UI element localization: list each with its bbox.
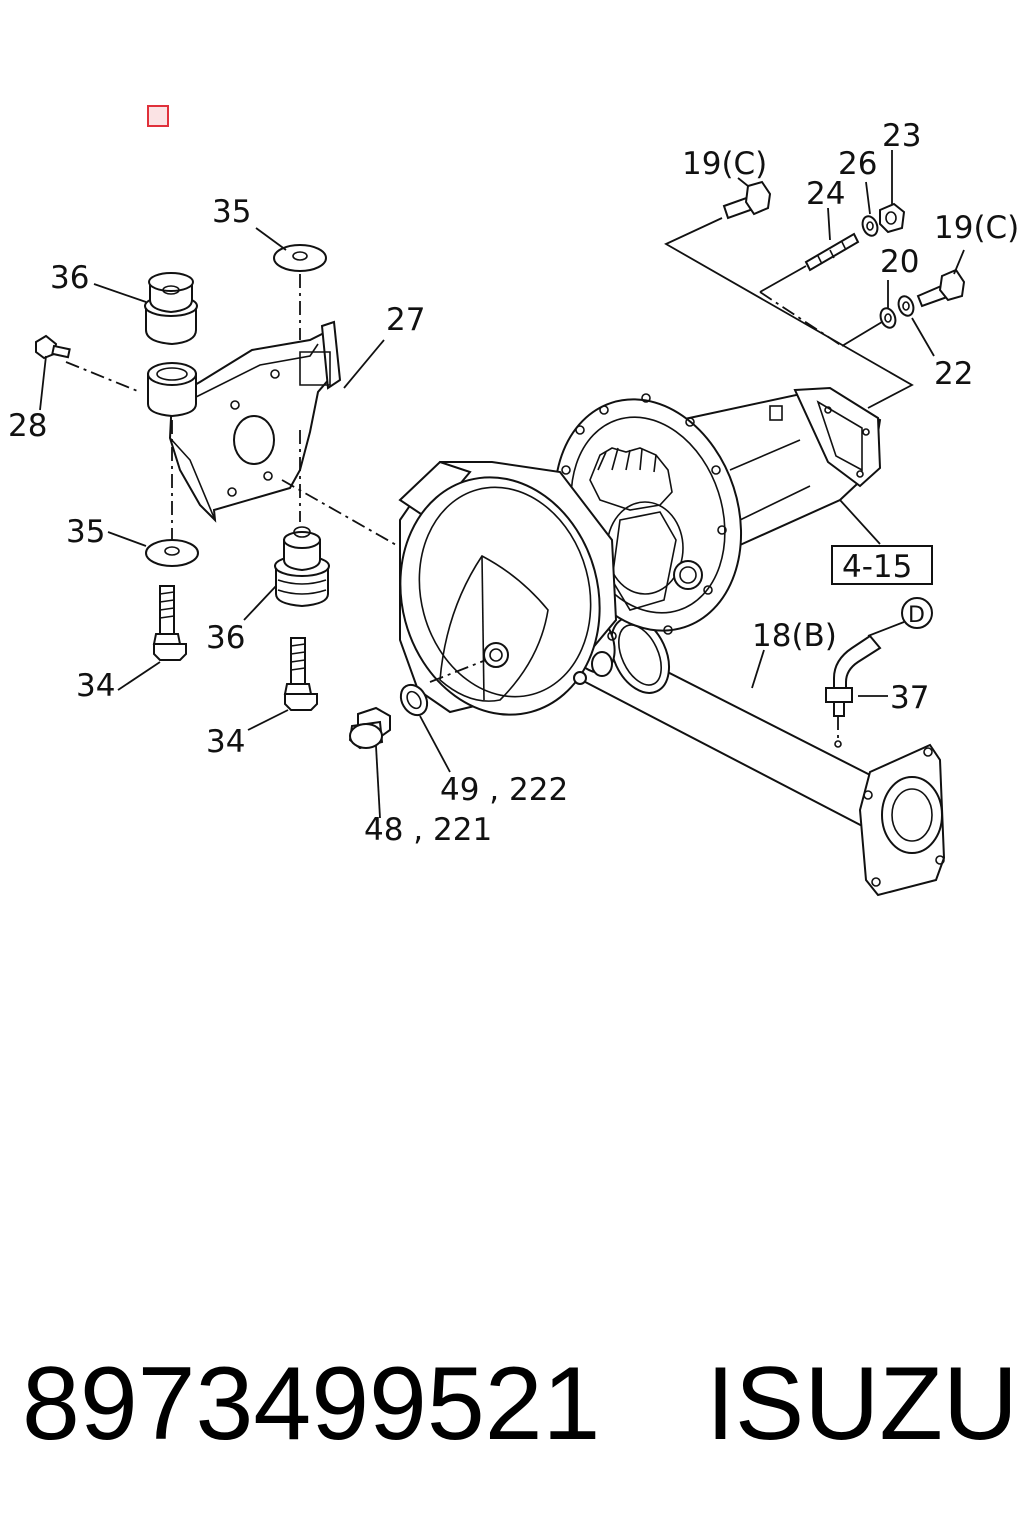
callout-34-left: 34: [76, 668, 115, 704]
bolt-28: [35, 334, 71, 360]
bushing-36-bottom: [274, 526, 330, 608]
callout-36-bottom: 36: [206, 620, 245, 656]
connector-d-circle: [901, 597, 933, 629]
stud-24: [804, 232, 860, 272]
callout-23: 23: [882, 118, 921, 154]
callout-19c-left: 19(C): [682, 146, 767, 182]
callout-20: 20: [880, 244, 919, 280]
brand-name: ISUZU: [706, 1346, 1018, 1462]
bolt-19c-left: [722, 180, 772, 220]
callout-d: D: [908, 603, 925, 628]
reference-4-15: 4-15: [842, 549, 912, 585]
bolt-19c-right: [916, 268, 966, 308]
callout-35-bottom: 35: [66, 514, 105, 550]
washer-22: [897, 295, 915, 317]
leader-lines: [39, 150, 965, 819]
drain-plug-48: [348, 706, 391, 750]
breather-37: [825, 634, 882, 748]
washer-26: [861, 215, 879, 237]
callout-26: 26: [838, 146, 877, 182]
part-number: 8973499521: [22, 1346, 601, 1462]
dash-lines: [65, 274, 843, 740]
callout-24: 24: [806, 176, 845, 212]
washer-20: [879, 307, 897, 329]
callout-18b: 18(B): [752, 618, 837, 654]
differential-axle-assembly: [398, 386, 946, 897]
bolt-34-right: [283, 637, 318, 711]
bushing-36-top: [144, 272, 198, 346]
callout-49-222: 49 , 222: [440, 772, 568, 808]
washer-35-top: [273, 244, 327, 272]
callout-37: 37: [890, 680, 929, 716]
mounting-bracket-27: [168, 320, 342, 523]
red-square-marker: [147, 105, 169, 127]
callout-36-top: 36: [50, 260, 89, 296]
reference-box: [831, 545, 933, 585]
washer-35-bottom: [145, 539, 199, 567]
washer-49: [399, 683, 429, 717]
callout-22: 22: [934, 356, 973, 392]
nut-23: [879, 202, 906, 234]
callout-28: 28: [8, 408, 47, 444]
collar-sleeve: [147, 362, 197, 418]
callout-19c-right: 19(C): [934, 210, 1019, 246]
bolt-34-left: [152, 585, 187, 661]
callout-48-221: 48 , 221: [364, 812, 492, 848]
callout-35-top: 35: [212, 194, 251, 230]
callout-27: 27: [386, 302, 425, 338]
callout-34-right: 34: [206, 724, 245, 760]
